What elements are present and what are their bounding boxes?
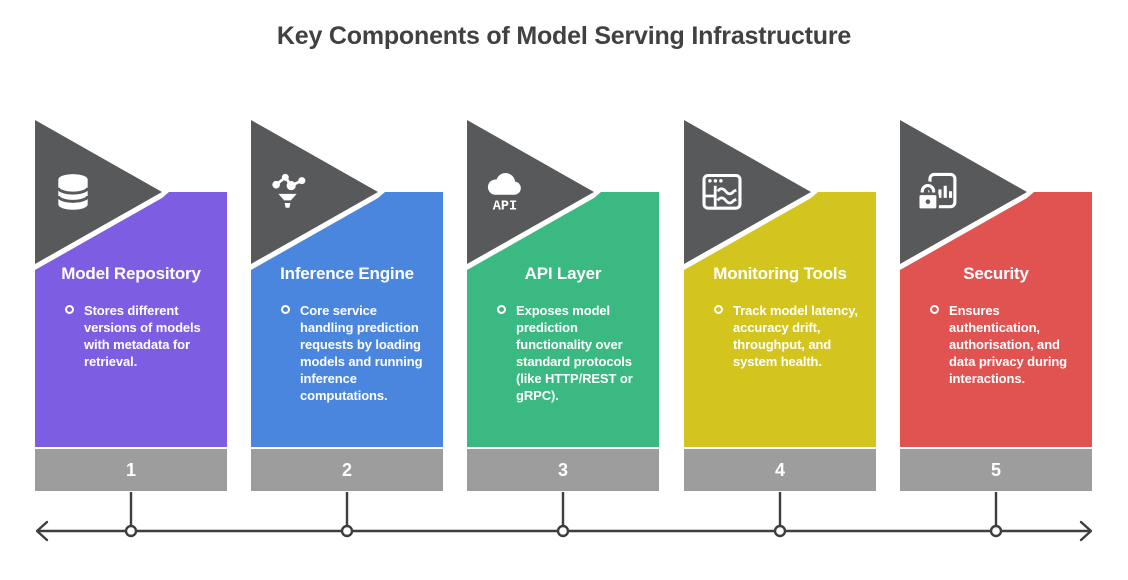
card-body: Inference Engine Core service handling p… [251,192,443,447]
card-bullet-item: Stores different versions of models with… [65,302,211,370]
card-body: Monitoring Tools Track model latency, ac… [684,192,876,447]
step-number: 5 [990,460,1001,480]
card-bullet-item: Core service handling prediction request… [281,302,427,404]
card-monitoring-tools: Monitoring Tools Track model latency, ac… [684,0,876,580]
step-number: 3 [557,460,568,480]
card-description: Core service handling prediction request… [300,303,423,403]
card-description: Exposes model prediction functionality o… [516,303,633,403]
card-title: Security [963,264,1029,283]
database-icon [56,174,90,210]
step-number-bar: 4 [684,449,876,491]
cloud-api-icon: API [487,173,521,215]
card-title: Model Repository [61,264,201,283]
step-number-bar: 3 [467,449,659,491]
bullet-circle-icon [497,305,506,314]
right-arrow-icon [1079,520,1093,542]
dashboard-icon [702,173,742,210]
card-description: Ensures authentication, authorisation, a… [949,303,1068,386]
bullet-circle-icon [65,305,74,314]
timeline-dot [124,524,138,538]
api-icon-label: API [493,200,517,215]
timeline-axis [35,492,1093,542]
timeline-dot [556,524,570,538]
card-security: Security Ensures authentication, authori… [900,0,1092,580]
step-number-bar: 2 [251,449,443,491]
card-description: Track model latency, accuracy drift, thr… [733,303,858,369]
card-title: API Layer [524,264,602,283]
timeline-dot [773,524,787,538]
step-number: 1 [125,460,136,480]
bullet-circle-icon [930,305,939,314]
card-bullet-item: Ensures authentication, authorisation, a… [930,302,1076,387]
card-inference-engine: Inference Engine Core service handling p… [251,0,443,580]
network-funnel-icon [272,173,306,208]
bullet-circle-icon [714,305,723,314]
step-number: 4 [774,460,785,480]
card-model-repository: Model Repository Stores different versio… [35,0,227,580]
step-number-bar: 1 [35,449,227,491]
step-number: 2 [341,460,352,480]
card-bullet-item: Track model latency, accuracy drift, thr… [714,302,860,370]
card-bullet-item: Exposes model prediction functionality o… [497,302,643,404]
timeline-dot [340,524,354,538]
card-title: Inference Engine [280,264,414,283]
bullet-circle-icon [281,305,290,314]
card-description: Stores different versions of models with… [84,303,201,369]
page-title: Key Components of Model Serving Infrastr… [276,22,852,50]
step-number-bar: 5 [900,449,1092,491]
card-title: Monitoring Tools [713,264,847,283]
lock-document-icon [916,172,957,211]
left-arrow-icon [35,520,49,542]
timeline-dot [989,524,1003,538]
card-api-layer: API API Layer Exposes model prediction f… [467,0,659,580]
